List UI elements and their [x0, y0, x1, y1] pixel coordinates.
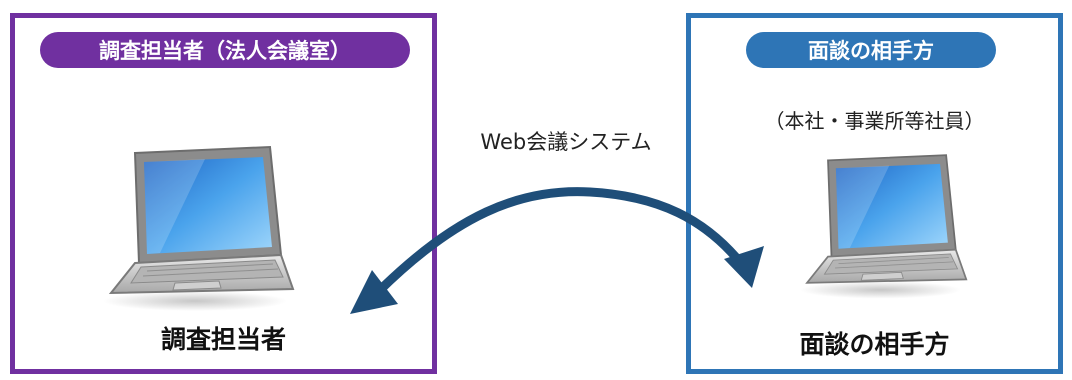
arrow-head-right [724, 246, 764, 288]
interviewer-panel: 調査担当者（法人会議室） 調査担当者 [10, 13, 437, 374]
arrow-curve [370, 187, 745, 300]
interviewer-panel-title: 調査担当者（法人会議室） [40, 32, 410, 68]
laptop-icon [800, 154, 968, 299]
interviewer-caption: 調査担当者 [160, 325, 286, 354]
web-conference-label: Web会議システム [480, 130, 652, 154]
interviewee-panel-title: 面談の相手方 [746, 32, 996, 68]
interviewee-caption: 面談の相手方 [799, 330, 950, 359]
interviewee-panel-subtitle: （本社・事業所等社員） [764, 109, 985, 133]
arrow-head-left [350, 270, 398, 314]
laptop-icon [103, 145, 295, 311]
interviewee-panel: 面談の相手方 （本社・事業所等社員） 面談の相手方 [686, 13, 1063, 374]
